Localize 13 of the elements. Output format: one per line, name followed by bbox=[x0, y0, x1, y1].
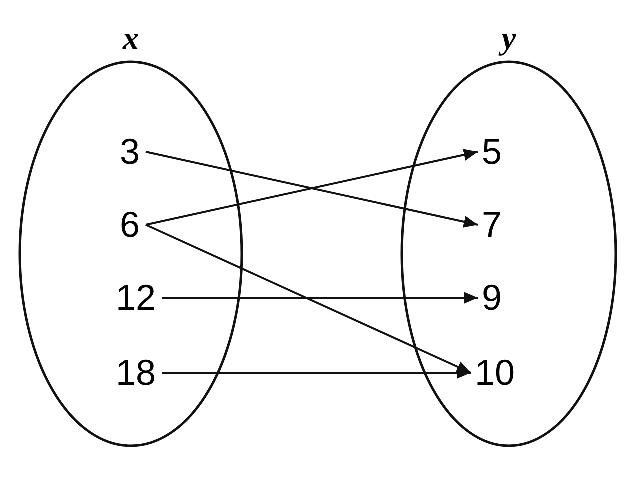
set-element: 3 bbox=[118, 132, 142, 172]
arrow bbox=[162, 292, 478, 304]
set-element: 9 bbox=[480, 278, 504, 318]
set-label: y bbox=[400, 18, 618, 58]
set-element: 12 bbox=[114, 278, 158, 318]
set-element: 5 bbox=[480, 132, 504, 172]
set-element: 6 bbox=[118, 205, 142, 245]
set-element: 18 bbox=[114, 353, 158, 393]
set-label: x bbox=[122, 19, 140, 58]
set-element: 10 bbox=[472, 353, 518, 393]
set-element: 7 bbox=[480, 205, 504, 245]
arrow bbox=[146, 224, 472, 374]
arrow bbox=[162, 367, 471, 379]
